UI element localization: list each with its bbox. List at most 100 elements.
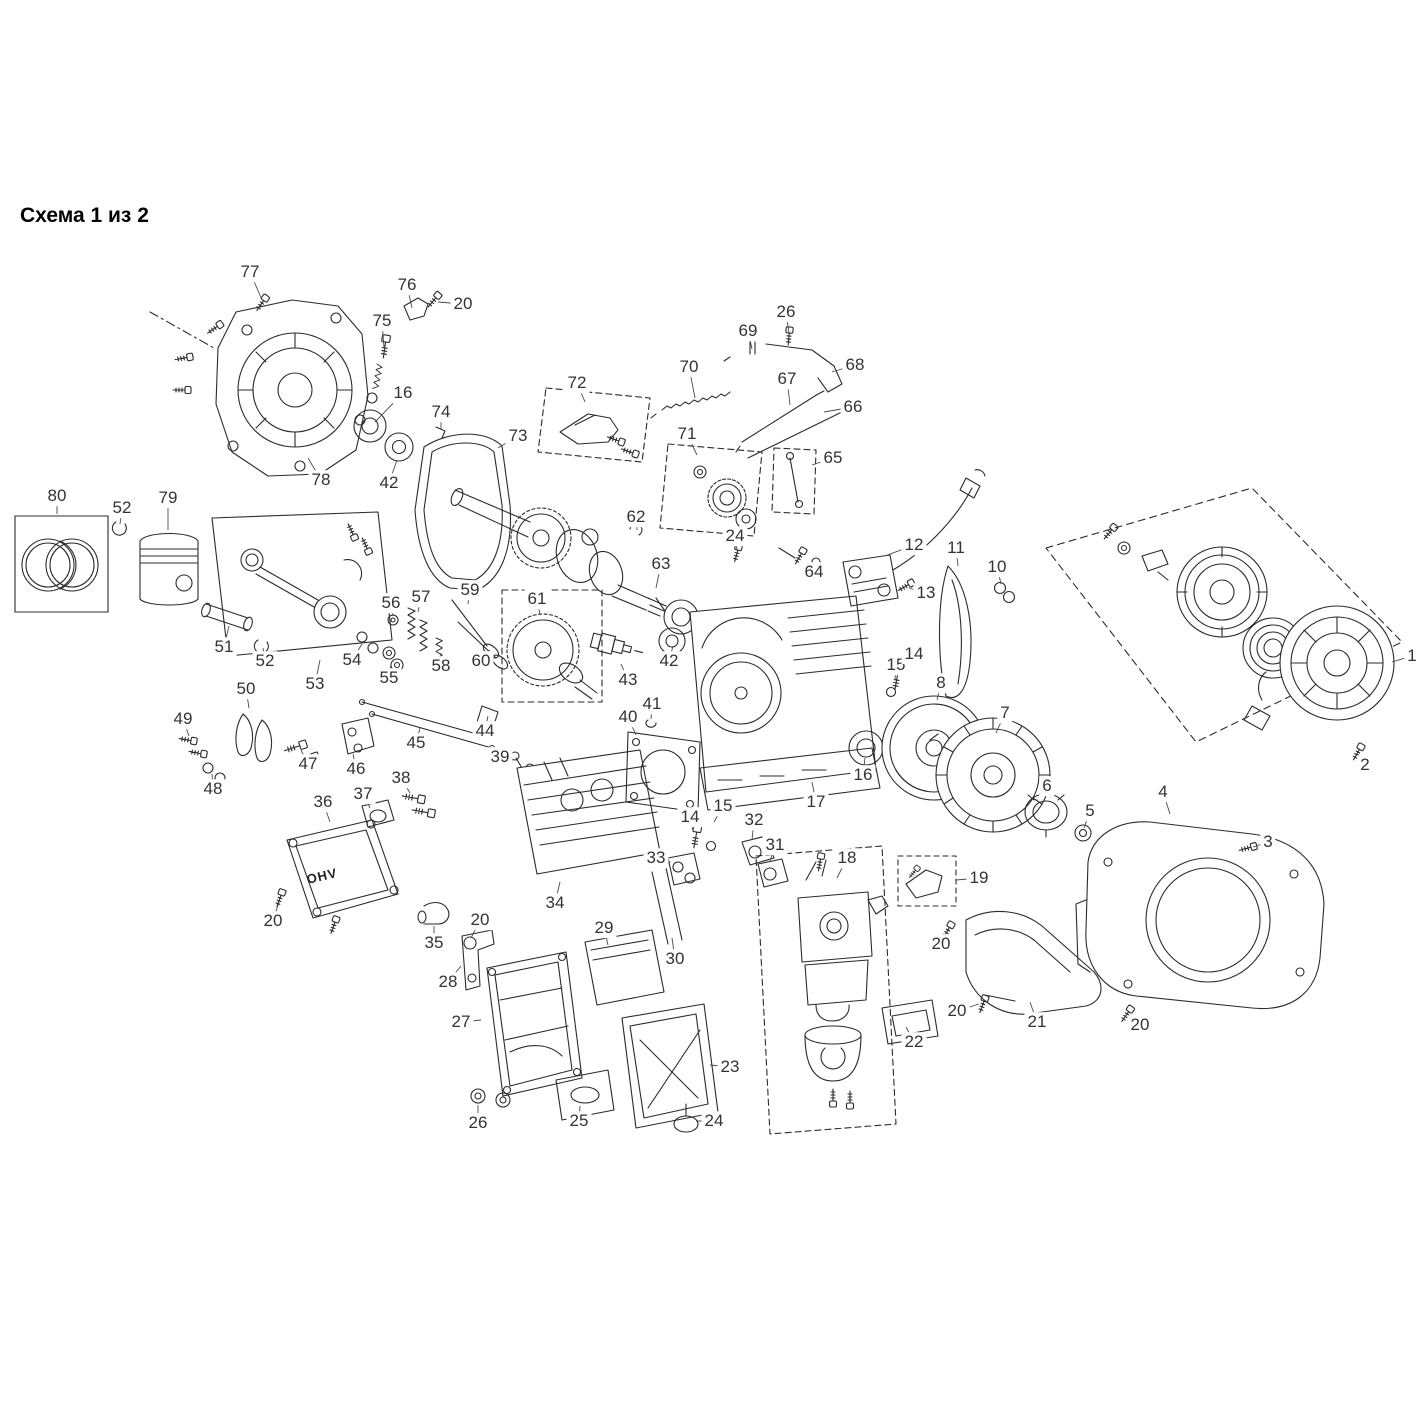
part-label-28: 28 bbox=[435, 972, 461, 992]
part-label-67: 67 bbox=[774, 369, 800, 389]
filter-bracket bbox=[461, 929, 495, 991]
part-label-26: 26 bbox=[465, 1113, 491, 1133]
part-label-20: 20 bbox=[467, 910, 493, 930]
fan-cover bbox=[1075, 821, 1325, 1010]
part-label-65: 65 bbox=[820, 448, 846, 468]
part-label-10: 10 bbox=[984, 557, 1010, 577]
cooling-fan bbox=[935, 717, 1051, 833]
part-label-53: 53 bbox=[302, 674, 328, 694]
breather-tube bbox=[417, 901, 450, 925]
part-label-58: 58 bbox=[428, 656, 454, 676]
part-label-57: 57 bbox=[408, 587, 434, 607]
part-label-20: 20 bbox=[1127, 1015, 1153, 1035]
part-label-14: 14 bbox=[677, 807, 703, 827]
cylinder-barrel-crankcase bbox=[689, 595, 881, 811]
filter-element bbox=[584, 929, 665, 1006]
part-label-39: 39 bbox=[487, 747, 513, 767]
part-label-71: 71 bbox=[674, 424, 700, 444]
part-label-26: 26 bbox=[773, 302, 799, 322]
part-label-42: 42 bbox=[376, 473, 402, 493]
case-gasket bbox=[414, 433, 512, 591]
rocker-arms-and-hardware bbox=[177, 713, 375, 784]
piston-pin bbox=[201, 602, 253, 632]
part-label-80: 80 bbox=[44, 486, 70, 506]
part-label-35: 35 bbox=[421, 933, 447, 953]
muffler-gasket bbox=[361, 799, 395, 828]
part-label-70: 70 bbox=[676, 357, 702, 377]
muffler bbox=[286, 819, 399, 919]
diagram-title: Схема 1 из 2 bbox=[20, 204, 149, 227]
part-label-20: 20 bbox=[928, 934, 954, 954]
part-label-6: 6 bbox=[1039, 776, 1055, 796]
part-label-20: 20 bbox=[944, 1001, 970, 1021]
part-label-59: 59 bbox=[457, 580, 483, 600]
camshaft bbox=[501, 589, 603, 703]
part-embossed-text: OHV bbox=[305, 865, 339, 887]
part-label-60: 60 bbox=[468, 651, 494, 671]
air-filter-cover bbox=[621, 1003, 719, 1129]
piston bbox=[139, 533, 199, 606]
ignition-coil bbox=[842, 469, 986, 607]
intake-gasket bbox=[667, 852, 701, 886]
part-label-44: 44 bbox=[472, 721, 498, 741]
part-label-74: 74 bbox=[428, 402, 454, 422]
part-label-36: 36 bbox=[310, 792, 336, 812]
part-label-63: 63 bbox=[648, 554, 674, 574]
part-label-52: 52 bbox=[252, 651, 278, 671]
part-label-62: 62 bbox=[623, 507, 649, 527]
part-label-31: 31 bbox=[762, 835, 788, 855]
part-label-1: 1 bbox=[1404, 646, 1420, 666]
part-label-38: 38 bbox=[388, 768, 414, 788]
shroud-nuts bbox=[993, 581, 1016, 604]
part-label-33: 33 bbox=[643, 848, 669, 868]
centerline bbox=[149, 311, 215, 349]
part-label-16: 16 bbox=[390, 383, 416, 403]
air-guide bbox=[897, 855, 957, 907]
stopper-bracket bbox=[537, 387, 651, 463]
part-label-12: 12 bbox=[901, 535, 927, 555]
part-label-61: 61 bbox=[524, 589, 550, 609]
part-label-48: 48 bbox=[200, 779, 226, 799]
part-label-51: 51 bbox=[211, 637, 237, 657]
circlip bbox=[111, 521, 127, 536]
part-label-41: 41 bbox=[639, 694, 665, 714]
part-label-76: 76 bbox=[394, 275, 420, 295]
part-label-22: 22 bbox=[901, 1032, 927, 1052]
carb-mount-gasket bbox=[881, 999, 939, 1045]
main-bearing-washer bbox=[353, 409, 446, 462]
part-label-47: 47 bbox=[295, 754, 321, 774]
part-label-7: 7 bbox=[997, 703, 1013, 723]
cylinder-shroud bbox=[938, 565, 972, 698]
part-label-21: 21 bbox=[1024, 1012, 1050, 1032]
part-label-18: 18 bbox=[834, 848, 860, 868]
dowel-pin bbox=[645, 719, 657, 728]
wing-nuts bbox=[470, 1088, 511, 1108]
part-label-37: 37 bbox=[350, 784, 376, 804]
part-label-68: 68 bbox=[842, 355, 868, 375]
part-label-73: 73 bbox=[505, 426, 531, 446]
insulator bbox=[741, 835, 775, 866]
part-label-13: 13 bbox=[913, 583, 939, 603]
cover-knob bbox=[673, 1103, 699, 1133]
part-label-8: 8 bbox=[933, 673, 949, 693]
carb-gasket bbox=[757, 858, 789, 888]
recoil-starter bbox=[1045, 487, 1403, 743]
part-label-30: 30 bbox=[662, 949, 688, 969]
part-label-42: 42 bbox=[656, 651, 682, 671]
part-label-56: 56 bbox=[378, 593, 404, 613]
part-label-75: 75 bbox=[369, 311, 395, 331]
part-label-34: 34 bbox=[542, 893, 568, 913]
air-filter-base bbox=[486, 951, 583, 1097]
part-label-3: 3 bbox=[1260, 832, 1276, 852]
heat-shield bbox=[965, 910, 1102, 1015]
governor-linkage bbox=[650, 326, 847, 515]
crankshaft bbox=[450, 487, 699, 655]
part-label-79: 79 bbox=[155, 488, 181, 508]
part-label-16: 16 bbox=[850, 765, 876, 785]
carburetor bbox=[755, 845, 897, 1135]
part-label-2: 2 bbox=[1357, 755, 1373, 775]
part-label-32: 32 bbox=[741, 810, 767, 830]
part-label-24: 24 bbox=[701, 1111, 727, 1131]
